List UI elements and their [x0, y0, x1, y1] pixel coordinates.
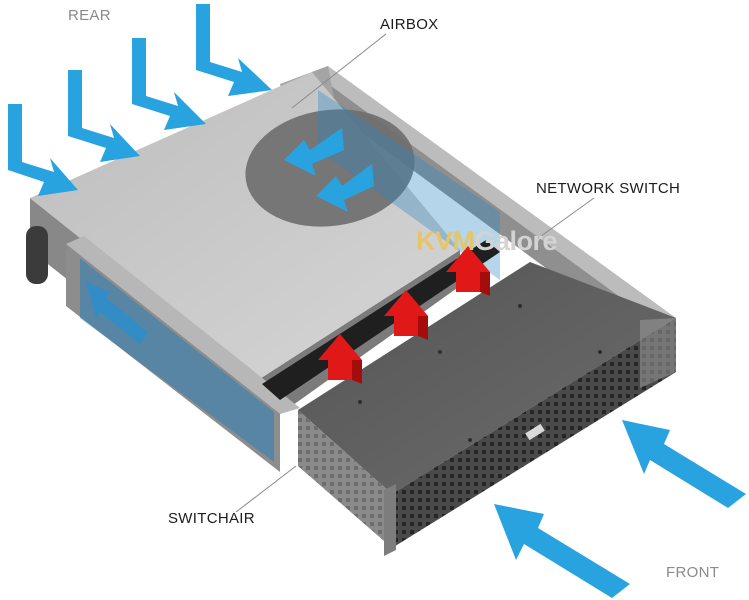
blue-airflow-arrow: [196, 4, 272, 96]
side-duct: [80, 258, 274, 462]
screw: [358, 400, 362, 404]
blue-airflow-arrow: [316, 164, 374, 212]
front-corner-post: [384, 484, 396, 556]
blue-airflow-arrow: [68, 70, 140, 162]
screw: [438, 350, 442, 354]
airbox-label: AIRBOX: [380, 16, 439, 33]
blue-airflow-arrow: [8, 104, 78, 196]
red-airflow-arrow: [318, 334, 362, 384]
red-airflow-arrow: [384, 290, 428, 340]
airbox-intake-disc: [245, 109, 415, 227]
switchair-top: [298, 262, 676, 494]
vertiv-logo-icon: [525, 423, 545, 441]
screw: [518, 304, 522, 308]
switchair-left-face: [298, 410, 392, 548]
blue-airflow-arrow: [622, 420, 746, 508]
red-airflow-arrow: [446, 246, 490, 296]
switchair-label: SWITCHAIR: [168, 510, 255, 527]
rear-intake-arrows: [8, 4, 374, 344]
front-bracket: [640, 318, 676, 388]
exhaust-arrows: [318, 246, 490, 384]
rear-label: REAR: [68, 7, 111, 24]
front-label: FRONT: [666, 564, 720, 581]
watermark-kvm: KVM: [416, 226, 475, 256]
switchair-unit: [298, 262, 676, 556]
right-rail: [312, 66, 676, 326]
watermark: KVMGalore: [416, 226, 558, 257]
rear-mount-bar: [26, 226, 48, 284]
leader-lines: [235, 33, 595, 513]
front-intake-arrows: [494, 420, 746, 598]
airbox-leader: [291, 33, 387, 109]
screw: [468, 438, 472, 442]
watermark-galore: Galore: [474, 226, 558, 256]
blue-airflow-arrow: [86, 282, 148, 344]
switchair-leader: [235, 465, 297, 513]
airflow-channel: [318, 90, 500, 280]
network-switch-label: NETWORK SWITCH: [536, 180, 681, 197]
blue-airflow-arrow: [132, 38, 206, 130]
blue-airflow-arrow: [494, 504, 630, 598]
network-switch-leader: [529, 197, 595, 245]
screw: [598, 350, 602, 354]
blue-airflow-arrow: [284, 128, 344, 176]
left-rail-top: [66, 236, 300, 414]
